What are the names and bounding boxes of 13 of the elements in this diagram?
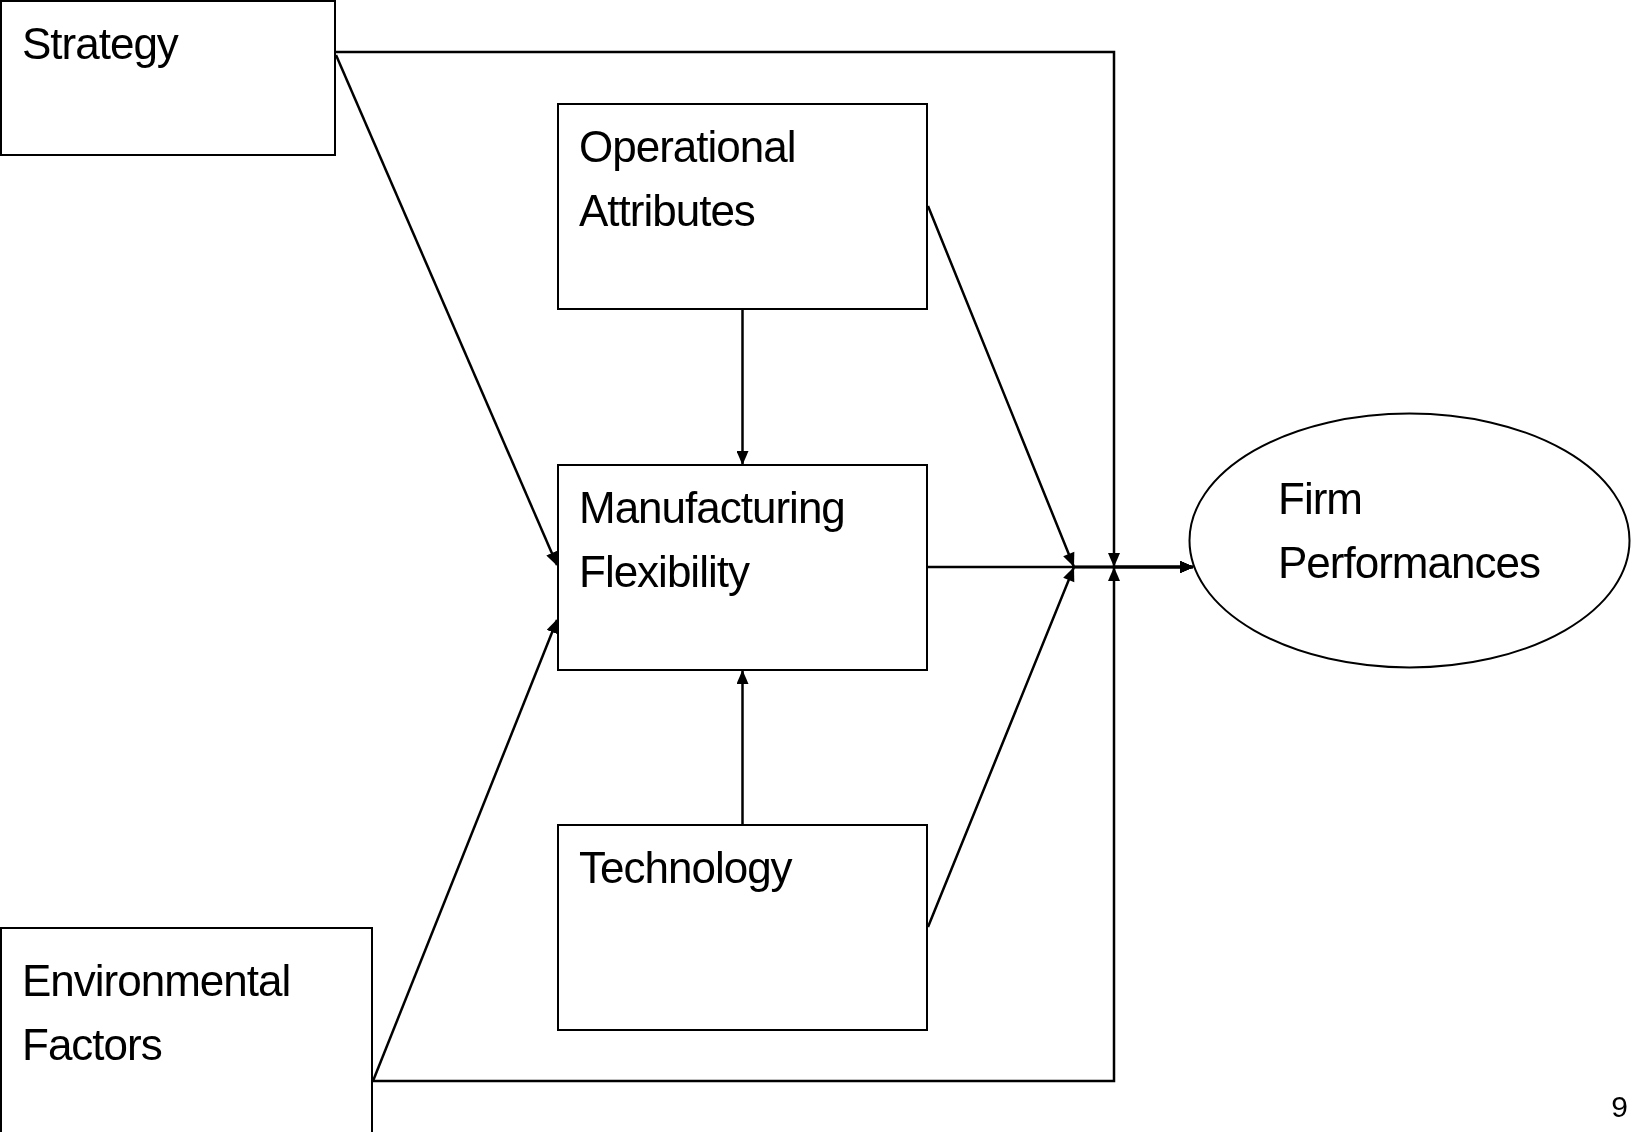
node-label: Firm Performances: [1278, 473, 1541, 589]
process-box: [557, 464, 928, 671]
node-label: Manufacturing Flexibility: [579, 482, 846, 598]
process-box: [557, 103, 928, 310]
page-number: 9: [1611, 1090, 1628, 1124]
node-label: Environmental Factors: [22, 955, 292, 1071]
node-label: Technology: [579, 842, 794, 894]
process-box: [557, 824, 928, 1031]
process-box: [0, 0, 336, 156]
process-box: [0, 927, 373, 1132]
node-label: Operational Attributes: [579, 121, 797, 237]
ellipse-node: [1188, 412, 1631, 669]
node-label: Strategy: [22, 18, 180, 70]
